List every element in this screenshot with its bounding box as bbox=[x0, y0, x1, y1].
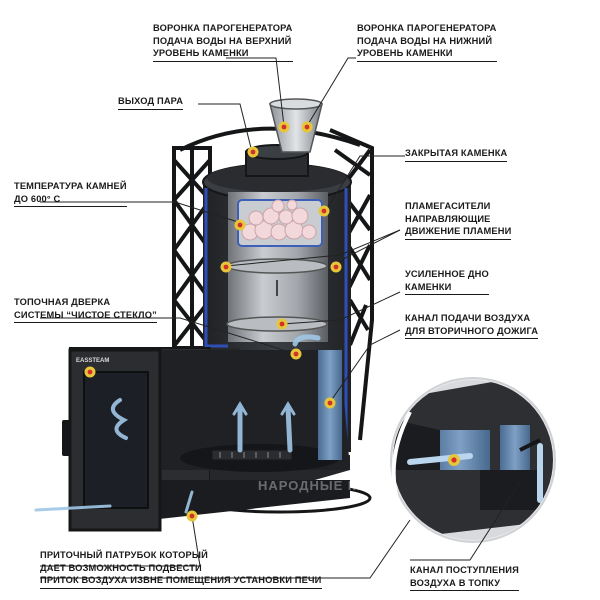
marker bbox=[318, 205, 330, 217]
marker bbox=[186, 510, 198, 522]
marker bbox=[278, 121, 290, 133]
marker bbox=[290, 348, 302, 360]
firebox bbox=[69, 347, 372, 520]
marker bbox=[448, 454, 460, 466]
marker bbox=[234, 219, 246, 231]
label-steam-outlet: ВЫХОД ПАРА bbox=[118, 95, 184, 110]
marker bbox=[330, 261, 342, 273]
marker bbox=[276, 318, 288, 330]
firebox-door[interactable]: EASSTEAM bbox=[62, 348, 162, 532]
label-closed-heater: ЗАКРЫТАЯ КАМЕНКА bbox=[405, 147, 508, 162]
marker bbox=[324, 397, 336, 409]
zoom-detail bbox=[390, 377, 556, 543]
airflow-arrows bbox=[34, 334, 321, 514]
marker bbox=[84, 366, 96, 378]
stones bbox=[241, 199, 317, 241]
door-brand: EASSTEAM bbox=[76, 358, 109, 364]
marker bbox=[301, 121, 313, 133]
lattice-frame-right bbox=[179, 126, 374, 441]
marker bbox=[247, 146, 259, 158]
watermark: НАРОДНЫЕ КАМИНЫ bbox=[258, 478, 414, 493]
door-handle[interactable] bbox=[62, 420, 70, 456]
marker bbox=[220, 261, 232, 273]
markers bbox=[84, 121, 460, 522]
leader-lines bbox=[40, 57, 521, 579]
heater-cutaway bbox=[204, 188, 348, 446]
